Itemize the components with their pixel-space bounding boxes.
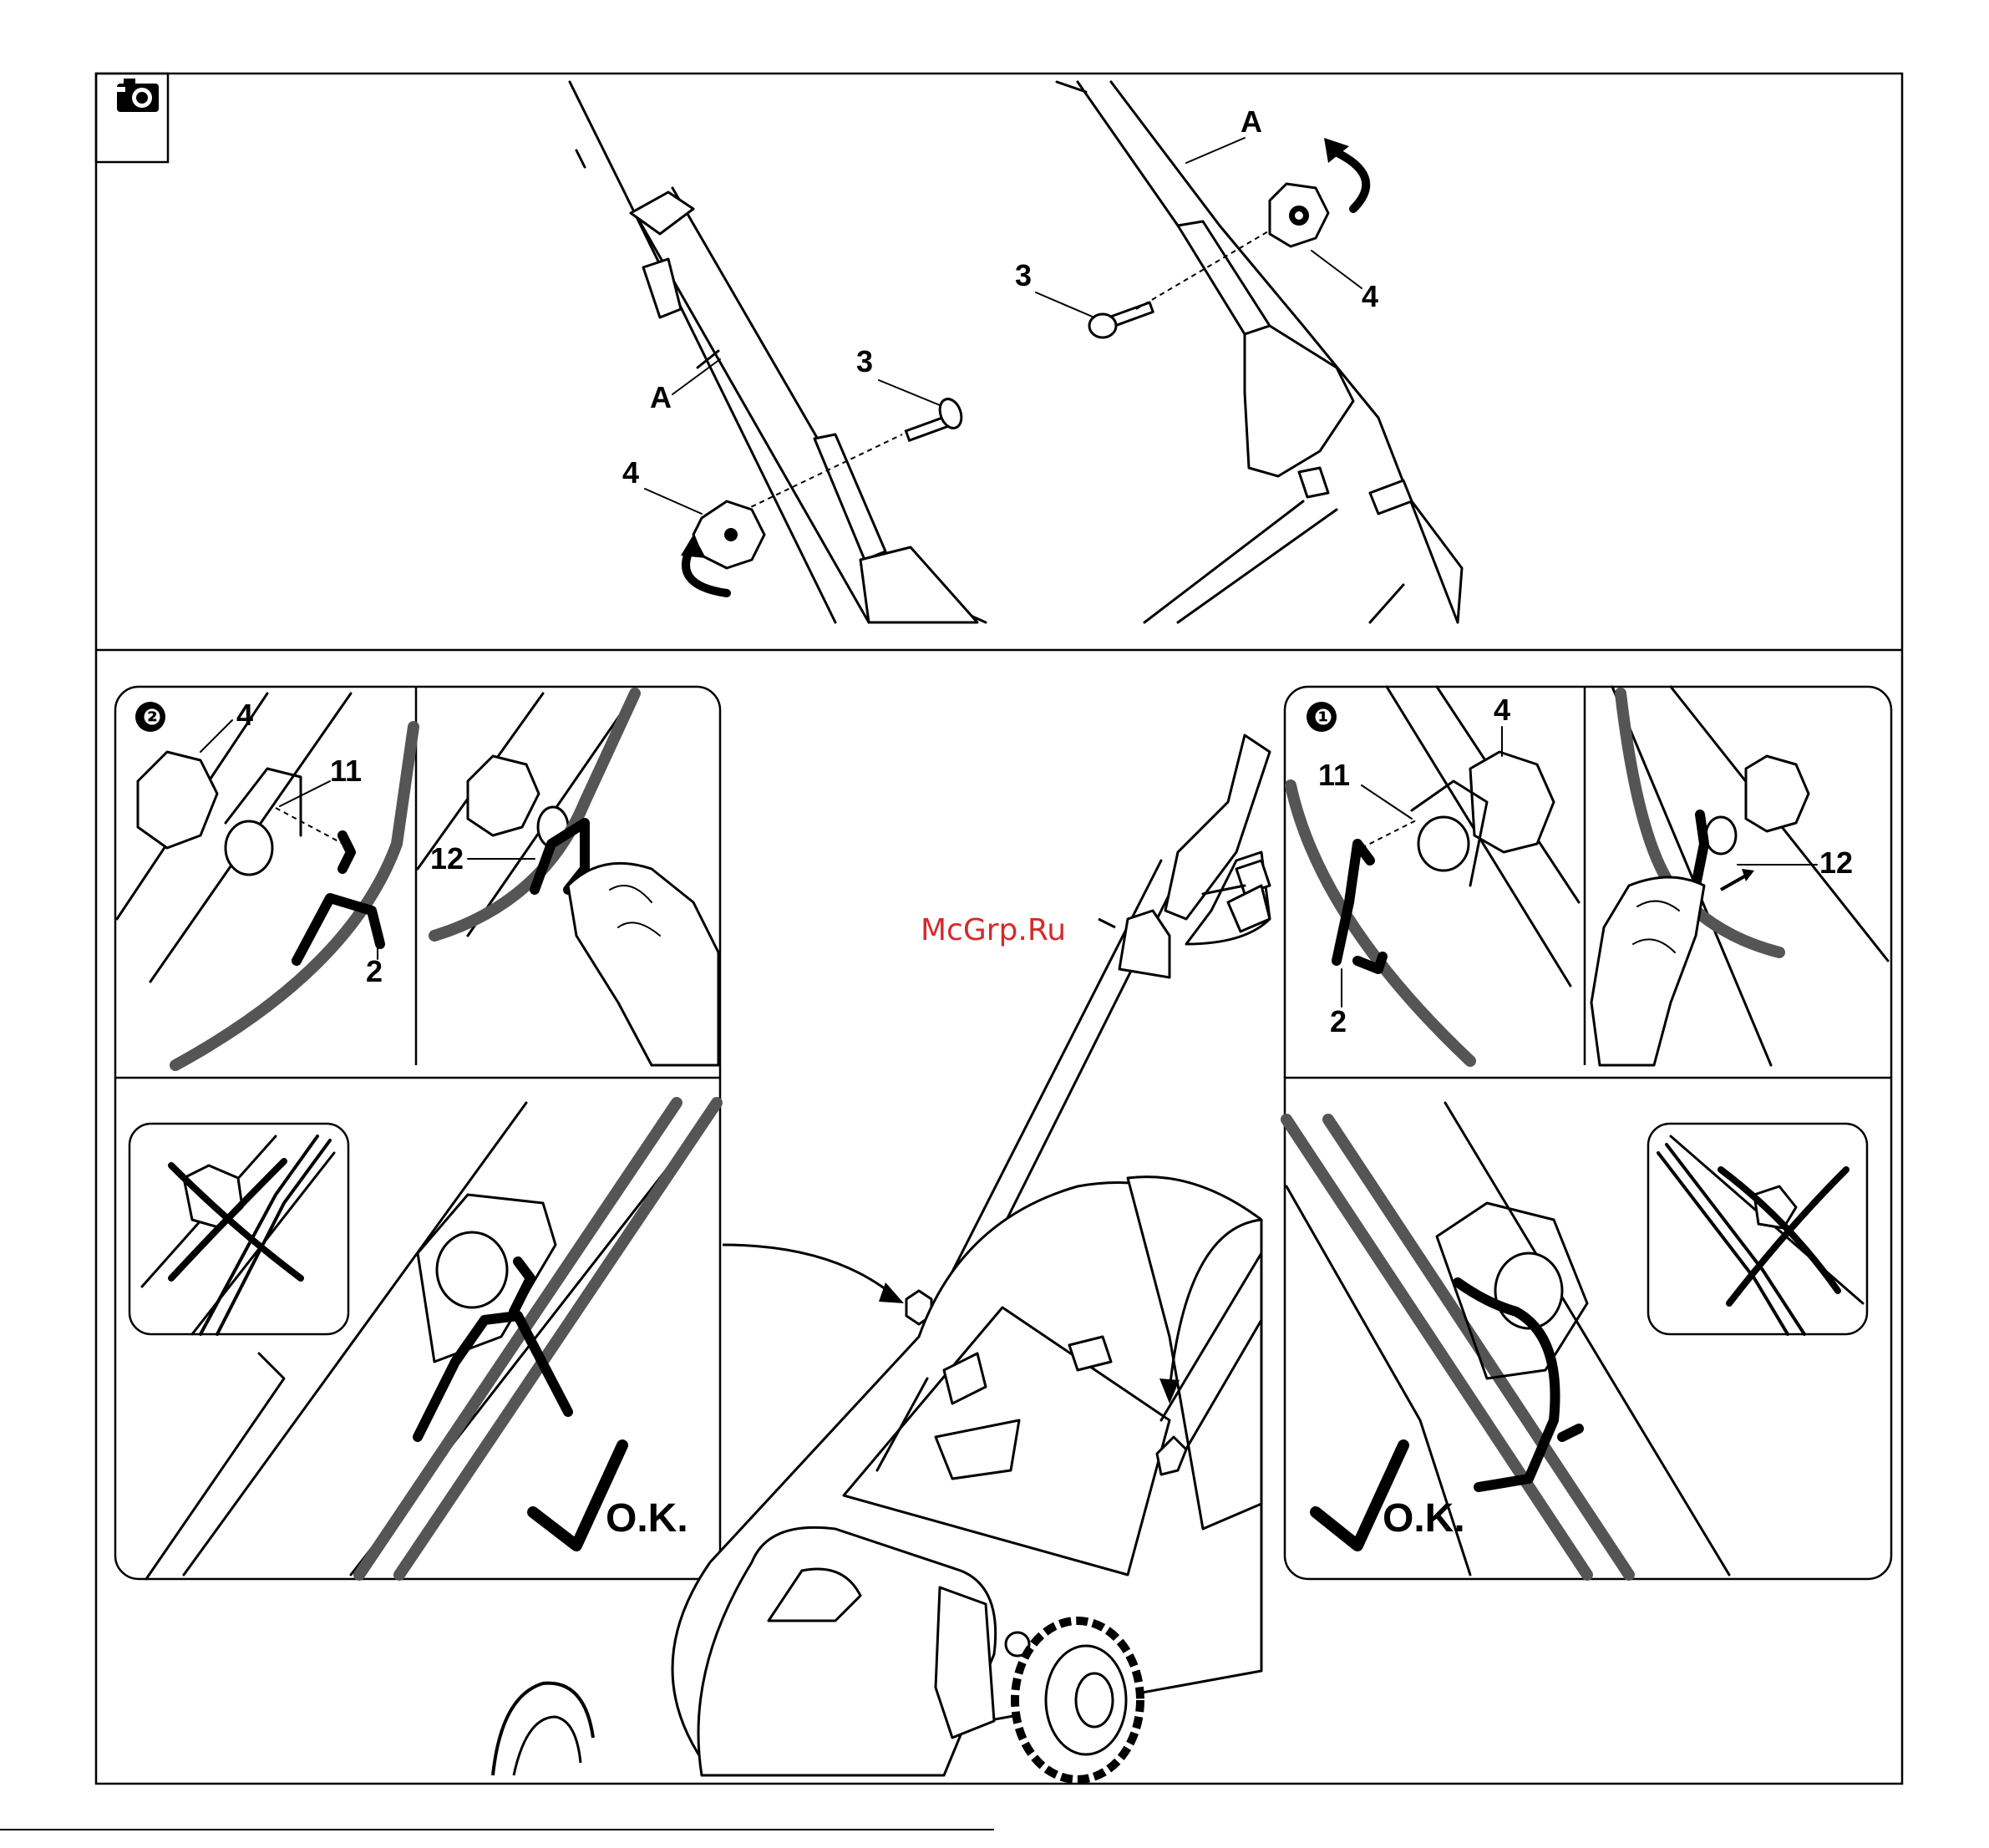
label-2-panel-r: 2 — [1330, 1004, 1347, 1038]
watermark-text: McGrp.Ru — [921, 913, 1066, 947]
rear-wheel — [1015, 1621, 1140, 1779]
camera-icon — [96, 74, 168, 162]
top-right-handle-assembly — [1057, 82, 1462, 622]
label-3-left: 3 — [856, 344, 873, 378]
label-12-panel-r: 12 — [1819, 845, 1853, 880]
knob-right — [1270, 184, 1328, 246]
right-inset-wrong — [1648, 1124, 1867, 1334]
leader-4-right — [1312, 251, 1362, 288]
step-two-number: ❷ — [143, 705, 161, 730]
label-3-right: 3 — [1015, 258, 1032, 292]
knob-left — [693, 501, 764, 568]
screw-right — [1089, 302, 1153, 338]
leader-a-left — [672, 359, 720, 394]
leader-3-right — [1036, 292, 1094, 317]
rotate-arrow-icon-right — [1324, 138, 1366, 209]
label-4-panel-l: 4 — [236, 698, 253, 732]
top-left-handle-assembly — [570, 82, 986, 622]
label-4-panel-r: 4 — [1494, 693, 1510, 727]
ok-text-left: O.K. — [606, 1496, 688, 1541]
leader-a-right — [1186, 138, 1245, 163]
step-one-number: ❶ — [1314, 705, 1332, 730]
label-4-left: 4 — [622, 455, 639, 490]
label-a-left: A — [650, 380, 672, 414]
label-11-panel-l: 11 — [330, 754, 362, 788]
ok-text-right: O.K. — [1383, 1496, 1465, 1541]
label-12-panel-l: 12 — [430, 841, 464, 876]
pointer-arrow-left — [723, 1245, 904, 1303]
label-11-panel-r: 11 — [1318, 758, 1350, 792]
leader-3-left — [879, 380, 940, 405]
label-a-right: A — [1241, 104, 1262, 139]
front-wheel — [493, 1683, 593, 1775]
leader-4-left — [645, 489, 702, 514]
label-4-right: 4 — [1362, 279, 1378, 313]
label-2-panel-l: 2 — [366, 954, 383, 988]
